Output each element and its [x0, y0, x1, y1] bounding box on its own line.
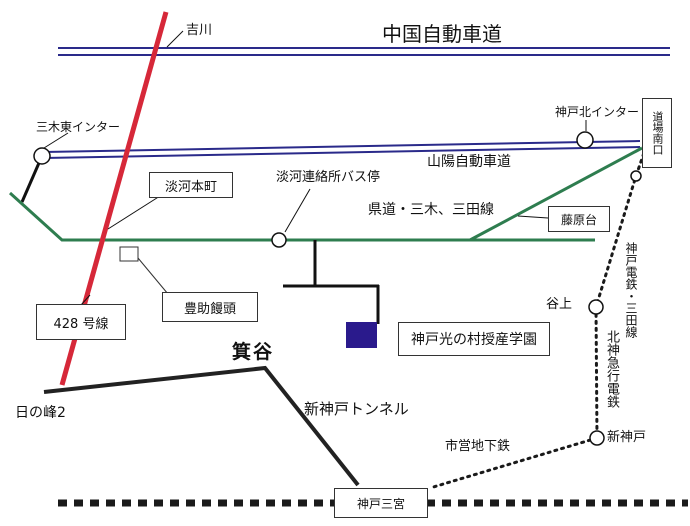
- school-marker: [346, 322, 377, 348]
- route428-leader: [80, 294, 91, 306]
- tanigami-label: 谷上: [546, 297, 573, 312]
- houjo-manju-box: 豊助饅頭: [162, 292, 258, 322]
- shinkobe-tunnel-label: 新神戸トンネル: [304, 400, 409, 418]
- ougo-honmachi-leader: [107, 195, 161, 230]
- route428-box: 428 号線: [36, 304, 126, 340]
- prefectural-road-line: [8, 191, 595, 242]
- hokushin-label: 北神急行電鉄: [604, 330, 619, 408]
- shinkobe-tunnel-road: [43, 365, 360, 487]
- fujiwaradai-box: 藤原台: [548, 206, 610, 232]
- manju-leader: [137, 257, 169, 295]
- bus-stop-marker: [271, 232, 287, 248]
- ougo-honmachi-box: 淡河本町: [149, 172, 233, 198]
- shintetsu-label: 神戸電鉄・三田線: [624, 242, 638, 338]
- shintetsu-line: [594, 145, 648, 440]
- minotani-label: 箕谷: [232, 341, 275, 363]
- dojo-minamiguchi-box: 道場南口: [642, 98, 672, 168]
- chugoku-expressway-label: 中国自動車道: [382, 22, 502, 46]
- sanyo-expressway-line: [43, 140, 641, 159]
- bus-stop-leader: [284, 188, 311, 233]
- shinkobe-station-marker: [589, 430, 605, 446]
- sannomiya-box: 神戸三宮: [334, 488, 428, 518]
- school-box: 神戸光の村授産学園: [398, 322, 550, 356]
- miki-higashi-ic-label: 三木東インター: [36, 120, 121, 134]
- hinomine-label: 日の峰2: [15, 405, 66, 421]
- subway-label: 市営地下鉄: [445, 439, 511, 454]
- prefectural-road-branch: [469, 146, 643, 242]
- chugoku-expressway-line: [58, 47, 670, 56]
- subway-line: [428, 436, 599, 490]
- manju-marker: [119, 246, 139, 262]
- miki-ic-marker: [33, 147, 51, 165]
- school-access-road: [283, 240, 380, 324]
- yokawa-label: 吉川: [186, 23, 213, 38]
- shinkobe-label: 新神戸: [607, 430, 647, 445]
- bus-stop-label: 淡河連絡所バス停: [276, 170, 381, 185]
- dojo-station-marker: [630, 170, 642, 182]
- miki-ic-leader: [43, 132, 69, 149]
- sanyo-expressway-label: 山陽自動車道: [427, 154, 511, 170]
- kobe-kita-ic-marker: [576, 131, 594, 149]
- prefectural-road-label: 県道・三木、三田線: [368, 202, 494, 218]
- tanigami-station-marker: [588, 299, 604, 315]
- fujiwaradai-leader: [517, 215, 549, 219]
- kobe-kita-ic-label: 神戸北インター: [555, 105, 640, 119]
- yokawa-leader: [166, 30, 184, 48]
